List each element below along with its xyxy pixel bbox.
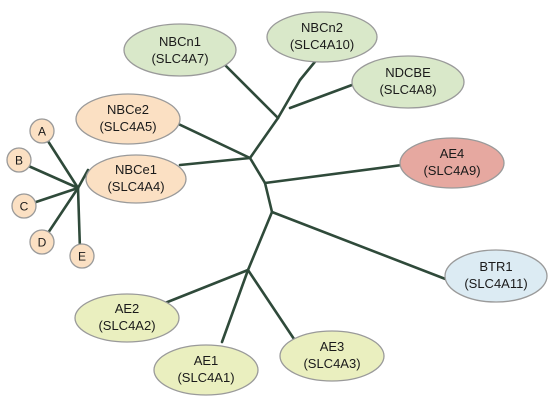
node-nbcn2[interactable]: NBCn2 (SLC4A10): [266, 11, 378, 63]
node-nbce2-name: NBCe2: [107, 102, 149, 117]
node-ae2[interactable]: AE2 (SLC4A2): [74, 293, 180, 343]
node-ae3-gene: (SLC4A3): [303, 356, 360, 371]
branch-ae2: [158, 268, 250, 307]
node-ae4-gene: (SLC4A9): [423, 163, 480, 178]
node-nbcn2-gene: (SLC4A10): [290, 37, 354, 52]
node-ae4[interactable]: AE4 (SLC4A9): [399, 137, 505, 189]
tree-branches: [22, 56, 450, 347]
branch-variant-d: [44, 186, 80, 238]
branch-variant-b: [22, 162, 80, 190]
node-nbcn1-gene: (SLC4A7): [151, 51, 208, 66]
branch-backbone-mid: [248, 156, 267, 185]
node-nbcn2-name: NBCn2: [301, 20, 343, 35]
branch-variant-c: [28, 186, 80, 206]
variant-e-label: E: [78, 250, 86, 264]
branch-nbcn-split: [276, 78, 302, 120]
variant-d[interactable]: D: [29, 229, 55, 255]
branch-nbcn1: [220, 60, 280, 120]
node-ndcbe-name: NDCBE: [385, 65, 431, 80]
branch-backbone-lower: [263, 181, 274, 214]
node-nbce1-gene: (SLC4A4): [107, 179, 164, 194]
node-ndcbe-gene: (SLC4A8): [379, 82, 436, 97]
node-nbce1[interactable]: NBCe1 (SLC4A4): [85, 154, 187, 204]
node-ae1-gene: (SLC4A1): [177, 370, 234, 385]
node-nbce2[interactable]: NBCe2 (SLC4A5): [75, 93, 181, 145]
node-ae1[interactable]: AE1 (SLC4A1): [153, 344, 259, 396]
variant-c-label: C: [20, 200, 29, 214]
node-ae2-name: AE2: [115, 301, 140, 316]
branch-variant-e: [76, 186, 82, 252]
node-nbcn1[interactable]: NBCn1 (SLC4A7): [123, 23, 237, 77]
branch-ae3: [246, 268, 300, 347]
variant-a[interactable]: A: [29, 118, 55, 144]
node-ndcbe[interactable]: NDCBE (SLC4A8): [351, 55, 465, 109]
branch-ndcbe: [288, 80, 362, 110]
variant-b-label: B: [15, 154, 23, 168]
variant-a-label: A: [38, 125, 46, 139]
variant-e[interactable]: E: [69, 243, 95, 269]
variant-d-label: D: [38, 236, 47, 250]
node-ae1-name: AE1: [194, 353, 219, 368]
branch-btr1: [270, 210, 450, 282]
node-nbce2-gene: (SLC4A5): [99, 119, 156, 134]
branch-variant-hub: [76, 168, 90, 190]
branch-ae-root: [246, 210, 274, 272]
node-nbce1-name: NBCe1: [115, 162, 157, 177]
node-ae2-gene: (SLC4A2): [98, 318, 155, 333]
branch-nbce1: [178, 156, 252, 167]
node-btr1-gene: (SLC4A11): [464, 276, 527, 291]
node-ae3[interactable]: AE3 (SLC4A3): [279, 330, 385, 382]
variant-b[interactable]: B: [6, 147, 32, 173]
node-btr1-name: BTR1: [479, 259, 512, 274]
branch-backbone-upper: [248, 116, 280, 160]
branch-ae4: [263, 163, 404, 185]
node-btr1[interactable]: BTR1 (SLC4A11): [444, 249, 548, 303]
node-ae4-name: AE4: [440, 146, 465, 161]
variant-c[interactable]: C: [11, 193, 37, 219]
branch-ae1: [220, 268, 250, 344]
branch-nbce2: [168, 118, 252, 160]
branch-variant-a: [44, 136, 80, 190]
node-ae3-name: AE3: [320, 339, 345, 354]
node-nbcn1-name: NBCn1: [159, 34, 201, 49]
